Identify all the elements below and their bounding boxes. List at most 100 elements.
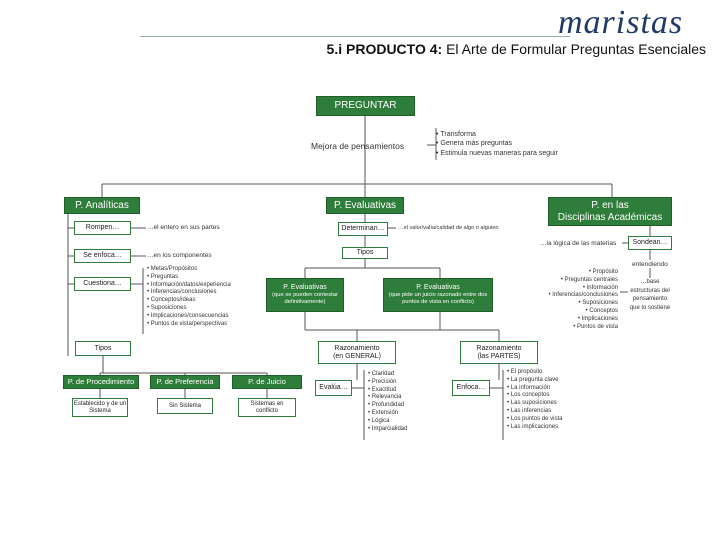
raz-general-line2: (en GENERAL) [333,352,381,360]
analiticas-tipos-box: Tipos [75,341,131,356]
title-rest: El Arte de Formular Preguntas Esenciales [442,41,706,57]
sondean-box: Sondean… [628,236,672,250]
base-structures: …base estructuras del pensamiento que lo… [622,278,678,313]
ev2-box: P. Evaluativas (que pide un juicio razon… [383,278,493,312]
rompen-box: Rompen… [74,221,131,235]
enfoca-label: Enfoca… [456,384,486,392]
evalua-item: Extensión [368,410,407,418]
evalua-item: Lógica [368,418,407,426]
enfoca-item: Los conceptos [507,392,562,400]
sondean-label: Sondean… [632,239,668,247]
mejora-list: Transforma Genera más preguntas Estimula… [436,130,558,158]
mejora-item: Genera más preguntas [436,139,558,148]
se-enfoca-label: Se enfoca… [83,252,122,260]
root-preguntar: PREGUNTAR [316,96,415,116]
sondean-item: Inferencias/conclusiones [528,292,618,300]
cuestiona-item: Información/datos/experiencia [147,282,231,290]
sondean-item: Información [528,285,618,293]
cuestiona-label: Cuestiona… [83,280,122,288]
juicio-desc: Sistemas en conflicto [250,400,284,414]
header-rule [140,36,570,37]
analiticas-tipos-label: Tipos [94,344,112,352]
branch-evaluativas: P. Evaluativas [326,197,404,214]
ev1-desc: (que se pueden contestar definitivamente… [272,292,338,306]
raz-general-box: Razonamiento (en GENERAL) [318,341,396,364]
root-label: PREGUNTAR [334,100,397,112]
preferencia-desc-box: Sin Sistema [157,398,213,414]
enfoca-list: El propósito La pregunta clave La inform… [507,369,563,432]
preferencia-desc: Sin Sistema [168,402,201,409]
sondean-list: Propósito Preguntas centrales Informació… [528,269,618,331]
enfoca-item: Las suposiciones [507,400,562,408]
raz-partes-line2: (las PARTES) [477,352,521,360]
determinan-box: Determinan… [338,222,388,236]
evalua-item: Precisión [368,379,407,387]
sondean-item: Implicaciones [528,316,618,324]
cuestiona-item: Inferencias/conclusiones [147,289,231,297]
enfoca-item: Las inferencias [507,408,562,416]
branch-disciplinas: P. en las Disciplinas Académicas [548,197,672,226]
base-line1: …base [640,279,660,285]
mejora-item: Transforma [436,130,558,139]
cuestiona-list: Metas/Propósitos Preguntas Información/d… [147,266,231,328]
procedimiento-desc-box: Establecido y de un Sistema [72,398,128,417]
maristas-logo: maristas [558,4,684,41]
evalua-item: Profundidad [368,402,407,410]
raz-partes-box: Razonamiento (las PARTES) [460,341,538,364]
branch-evaluativas-label: P. Evaluativas [333,199,397,211]
se-enfoca-box: Se enfoca… [74,249,131,263]
evalua-label: Evalúa… [319,384,348,392]
evalua-item: Claridad [368,371,407,379]
cuestiona-box: Cuestiona… [74,277,131,291]
enfoca-item: La pregunta clave [507,377,562,385]
evaluativas-tipos-label: Tipos [356,249,374,257]
cuestiona-item: Conceptos/ideas [147,297,231,305]
juicio-desc-box: Sistemas en conflicto [238,398,296,417]
evalua-item: Relevancia [368,394,407,402]
enfoca-item: La información [507,385,562,393]
enfoca-item: El propósito [507,369,562,377]
branch-analiticas-label: P. Analíticas [75,199,129,211]
rompen-label: Rompen… [85,224,120,232]
procedimiento-desc: Establecido y de un Sistema [73,400,127,414]
sondean-item: Propósito [528,269,618,277]
page-title: 5.i PRODUCTO 4: El Arte de Formular Preg… [327,41,706,57]
cuestiona-item: Suposiciones [147,305,231,313]
sondean-note: …la lógica de las materias [540,240,617,247]
branch-disciplinas-line2: Disciplinas Académicas [557,211,663,223]
juicio-label: P. de Juicio [248,376,286,386]
enfoca-item: Los puntos de vista [507,416,563,424]
raz-partes-line1: Razonamiento [476,344,522,352]
preferencia-label: P. de Preferencia [156,376,214,386]
ev2-title: P. Evaluativas [416,284,460,292]
mejora-label: Mejora de pensamientos [311,141,405,151]
entendiendo-label: entendiendo [632,261,668,268]
branch-disciplinas-line1: P. en las [591,200,629,211]
base-line2: estructuras del [630,287,670,294]
cuestiona-item: Implicaciones/consecuencias [147,313,231,321]
procedimiento-box: P. de Procedimiento [63,375,139,389]
ev1-box: P. Evaluativas (que se pueden contestar … [266,278,344,312]
enfoca-item: Las implicaciones [507,424,562,432]
evalua-item: Imparcialidad [368,426,408,434]
procedimiento-label: P. de Procedimiento [67,376,135,386]
juicio-box: P. de Juicio [232,375,302,389]
cuestiona-item: Preguntas [147,274,231,282]
sondean-item: Preguntas centrales [528,277,618,285]
se-enfoca-note: …en los componentes [147,252,212,259]
base-line3: pensamiento [632,296,668,303]
sondean-item: Puntos de vista [528,324,618,332]
sondean-item: Suposiciones [528,300,618,308]
mejora-item: Estimula nuevas maneras para seguir [436,149,558,158]
determinan-note: …el valor/valía/calidad de algo o alguie… [398,225,499,231]
sondean-item: Conceptos [528,308,618,316]
branch-analiticas: P. Analíticas [64,197,140,214]
title-bold: 5.i PRODUCTO 4: [326,41,443,57]
raz-general-line1: Razonamiento [334,344,380,352]
determinan-label: Determinan… [341,225,385,233]
rompen-note: …el entero en sus partes [147,224,220,231]
evalua-list: Claridad Precisión Exactitud Relevancia … [368,371,408,434]
enfoca-box: Enfoca… [452,380,490,396]
base-line4: que lo sostiene [629,305,671,312]
